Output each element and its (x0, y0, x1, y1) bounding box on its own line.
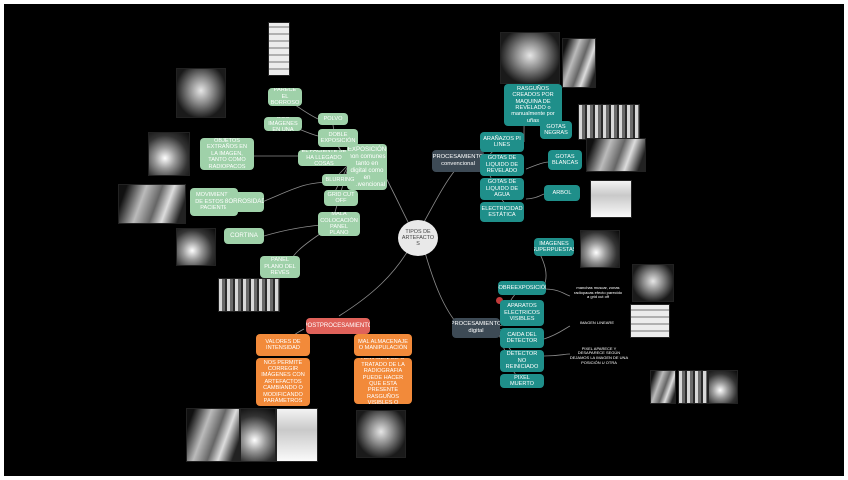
node-detector-note[interactable]: PIXEL APARECE Y DESAPARECE SEGÚN DEJAMOS… (569, 345, 629, 365)
xray-image-lines (630, 304, 670, 338)
node-gotas-revelado[interactable]: GOTAS DE LIQUIDO DE REVELADO (480, 154, 524, 176)
xray-image-small-1 (650, 370, 676, 404)
mindmap-canvas[interactable]: TIPOS DE ARTEFACTO S EXPOSICIÓN non comu… (4, 4, 844, 476)
node-sobreexposicion[interactable]: SOBREEXPOSICIÓN (498, 281, 546, 295)
xray-image-small-3 (708, 370, 738, 404)
xray-image-hand (118, 184, 186, 224)
node-exposicion[interactable]: EXPOSICIÓN non comunes tanto en digital … (347, 144, 387, 190)
node-doble-exposicion[interactable]: DOBLE EXPOSICIÓN (318, 129, 358, 147)
node-gotas-blancas[interactable]: GOTAS BLANCAS (548, 150, 582, 170)
node-aparatos[interactable]: APARATOS ELECTRICOS VISIBLES (500, 300, 544, 326)
node-gotas-agua[interactable]: GOTAS DE LIQUIDO DE AGUA (480, 178, 524, 200)
node-borrosidad[interactable]: BORROSIDAD (226, 192, 264, 212)
xray-image-pelvis-2 (500, 32, 560, 84)
node-electricidad[interactable]: ELECTRICIDAD ESTÁTICA (480, 202, 524, 222)
xray-image-skull (176, 228, 216, 266)
xray-image-panel (276, 408, 318, 462)
node-rasgunos[interactable]: RASGUÑOS CREADOS POR MAQUINA DE REVELADO… (504, 84, 562, 126)
xray-image-hand-2 (562, 38, 596, 88)
marker-dot (496, 297, 503, 304)
xray-image-chest-2 (632, 264, 674, 302)
central-topic[interactable]: TIPOS DE ARTEFACTO S (398, 220, 438, 256)
node-polvo[interactable]: POLVO (318, 113, 348, 125)
node-valores-desc[interactable]: NOS PERMITE CORREGIR IMÁGENES CON ARTEFA… (256, 358, 310, 406)
node-mal-almacenaje[interactable]: MAL ALMACENAJE O MANIPULACIÓN (354, 334, 412, 356)
node-gotas-negras[interactable]: GOTAS NEGRAS (540, 121, 572, 139)
xray-image-heel (356, 410, 406, 458)
node-panel-reves[interactable]: PANEL PLANO DEL REVÉS (260, 256, 300, 278)
node-grid-cut-off[interactable]: GRID CUT OFF (324, 190, 358, 206)
xray-image-ankle (240, 408, 276, 462)
node-detector-no-reiniciado[interactable]: DETECTOR NO REINICIADO (500, 350, 544, 372)
xray-image-fingers (578, 104, 640, 140)
node-imagenes-superpuestas[interactable]: IMAGENES SUPERPUESTAS (534, 238, 574, 256)
node-paciente[interactable]: EL PACIENTE SE HA LLEGADO COSAS (298, 150, 350, 166)
node-procesamiento-convencional[interactable]: PROCESAMIENTO convencional (432, 150, 484, 172)
node-sobre-note[interactable]: manchas muscar, zonas radiopacas efecto … (573, 285, 623, 300)
node-mal-desc[interactable]: EL MAL ALMACENAJE O TRATADO DE LA RADIOG… (354, 358, 412, 404)
node-paciente-note[interactable]: SE VEN OBJETOS EXTRAÑOS EN LA IMAGEN, TA… (200, 138, 254, 170)
node-polvo-note[interactable]: PARECE EL BORROSO (268, 88, 302, 106)
node-mala-colocacion[interactable]: MALA COLOCACIÓN PANEL PLANO (318, 212, 360, 236)
node-valores-intensidad[interactable]: VALORES DE INTENSIDAD (256, 334, 310, 356)
xray-image-small-2 (678, 370, 708, 404)
xray-image-spine (218, 278, 280, 312)
node-postprocesamiento[interactable]: POSTPROCESAMIENTO (306, 318, 370, 334)
node-procesamiento-digital[interactable]: PROCESAMIENTO digital (452, 318, 500, 338)
node-caida-detector[interactable]: CAIDA DEL DETECTOR (500, 328, 544, 348)
xray-image-foot (586, 138, 646, 172)
xray-image-pelvis (148, 132, 190, 176)
node-blurring[interactable]: BLURRING (322, 174, 358, 186)
xray-image-overlap (580, 230, 620, 268)
node-arbol[interactable]: ARBOL (544, 185, 580, 201)
xray-image-knee (186, 408, 240, 462)
node-doble-note[interactable]: DOS IMÁGENES EN UNA (264, 117, 302, 131)
node-caida-note[interactable]: IMAGEN LINEARE (579, 319, 614, 325)
xray-image-tree (590, 180, 632, 218)
xray-image-chest (176, 68, 226, 118)
node-cortina[interactable]: CORTINA (224, 228, 264, 244)
xray-image-strip (268, 22, 290, 76)
node-pixel-muerto[interactable]: PIXEL MUERTO (500, 374, 544, 388)
node-aranazos[interactable]: ARAÑAZOS PI LINES (480, 132, 524, 152)
